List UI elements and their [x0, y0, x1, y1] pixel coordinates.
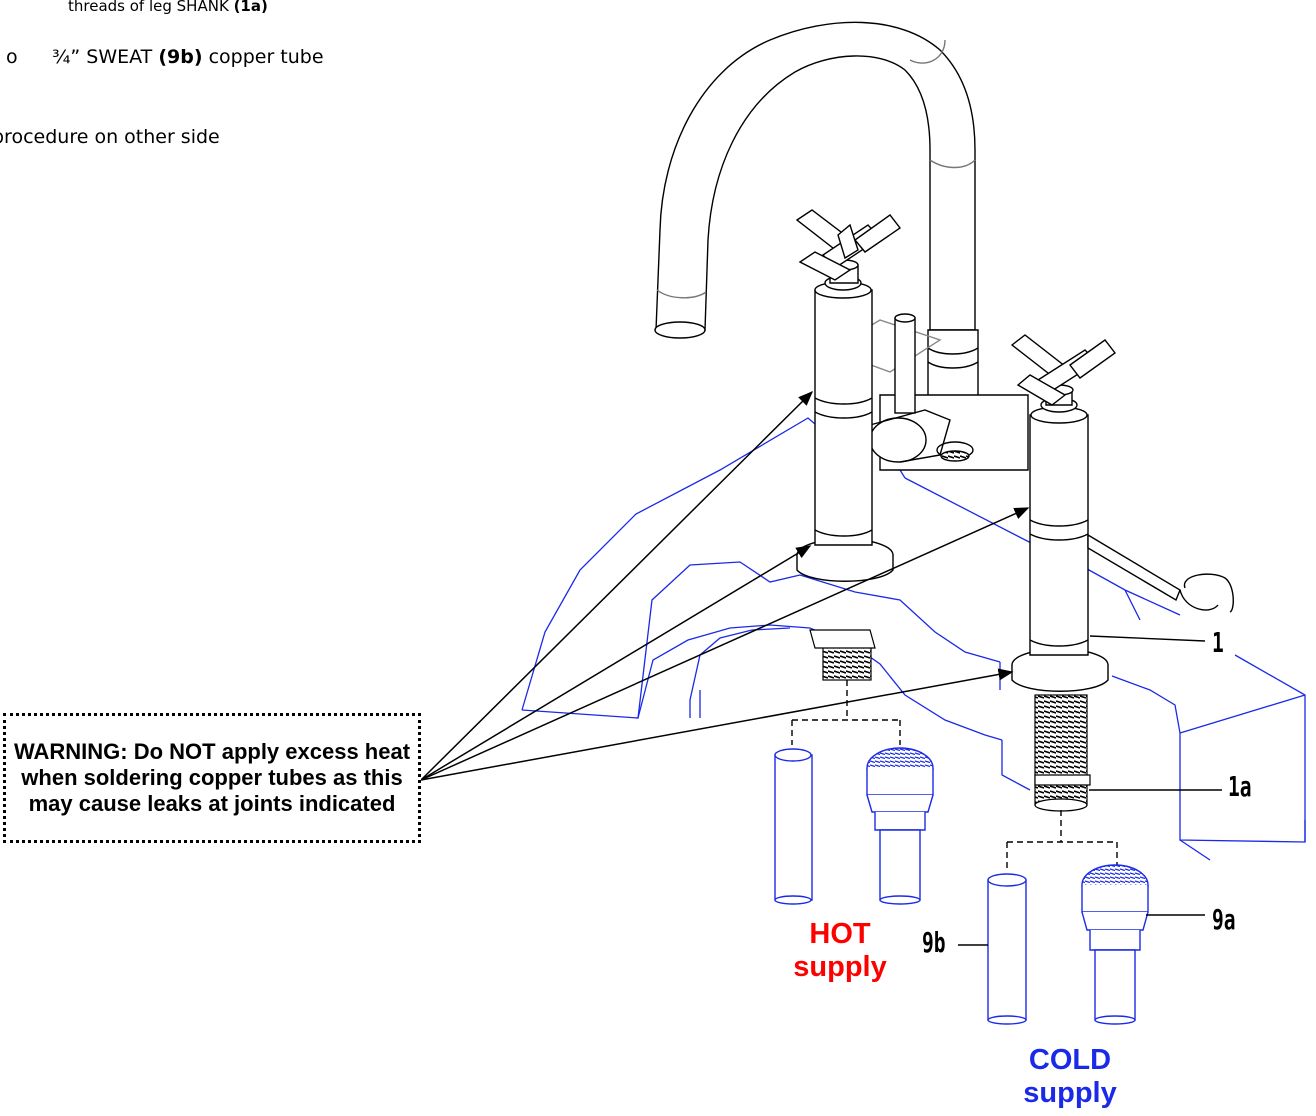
hot-leg [795, 209, 902, 582]
part-label-adapter: 9a [1212, 903, 1236, 936]
cold-supply-line2: supply [1023, 1077, 1117, 1109]
cold-supply-line1: COLD [1028, 1044, 1112, 1076]
instruction-line-procedure: procedure on other side [0, 126, 220, 148]
cold-sweat-adapter [1081, 864, 1149, 1025]
hot-copper-tube [774, 748, 813, 905]
hot-sweat-adapter [866, 747, 934, 905]
part-label-leg: 1 [1212, 626, 1224, 659]
hot-shank [809, 629, 876, 681]
cold-shank [1034, 694, 1091, 812]
cold-leg [1010, 334, 1234, 692]
hot-supply-line2: supply [793, 951, 887, 983]
instruction-text: threads of leg SHANK [68, 0, 234, 15]
label-leaders [958, 635, 1222, 946]
instruction-text: copper tube [202, 46, 324, 68]
bullet-marker: o [6, 46, 18, 68]
instruction-text: ¾” SWEAT [52, 46, 159, 68]
faucet-body [828, 313, 1029, 471]
cold-copper-tube [987, 873, 1027, 1025]
hot-supply-label: HOT supply [780, 918, 900, 984]
hot-supply-line1: HOT [809, 918, 871, 950]
instruction-part-ref: (1a) [233, 0, 268, 15]
warning-arrows [420, 390, 1030, 781]
cold-supply-label: COLD supply [1005, 1044, 1135, 1110]
instruction-part-ref: (9b) [158, 46, 203, 68]
part-label-tube: 9b [922, 926, 946, 959]
warning-text: WARNING: Do NOT apply excess heat when s… [13, 739, 411, 816]
spout [654, 21, 976, 339]
warning-box: WARNING: Do NOT apply excess heat when s… [3, 713, 421, 843]
part-label-shank: 1a [1228, 770, 1252, 803]
instruction-line-sweat: ¾” SWEAT (9b) copper tube [52, 46, 324, 68]
instruction-line-shank: threads of leg SHANK (1a) [68, 0, 268, 15]
